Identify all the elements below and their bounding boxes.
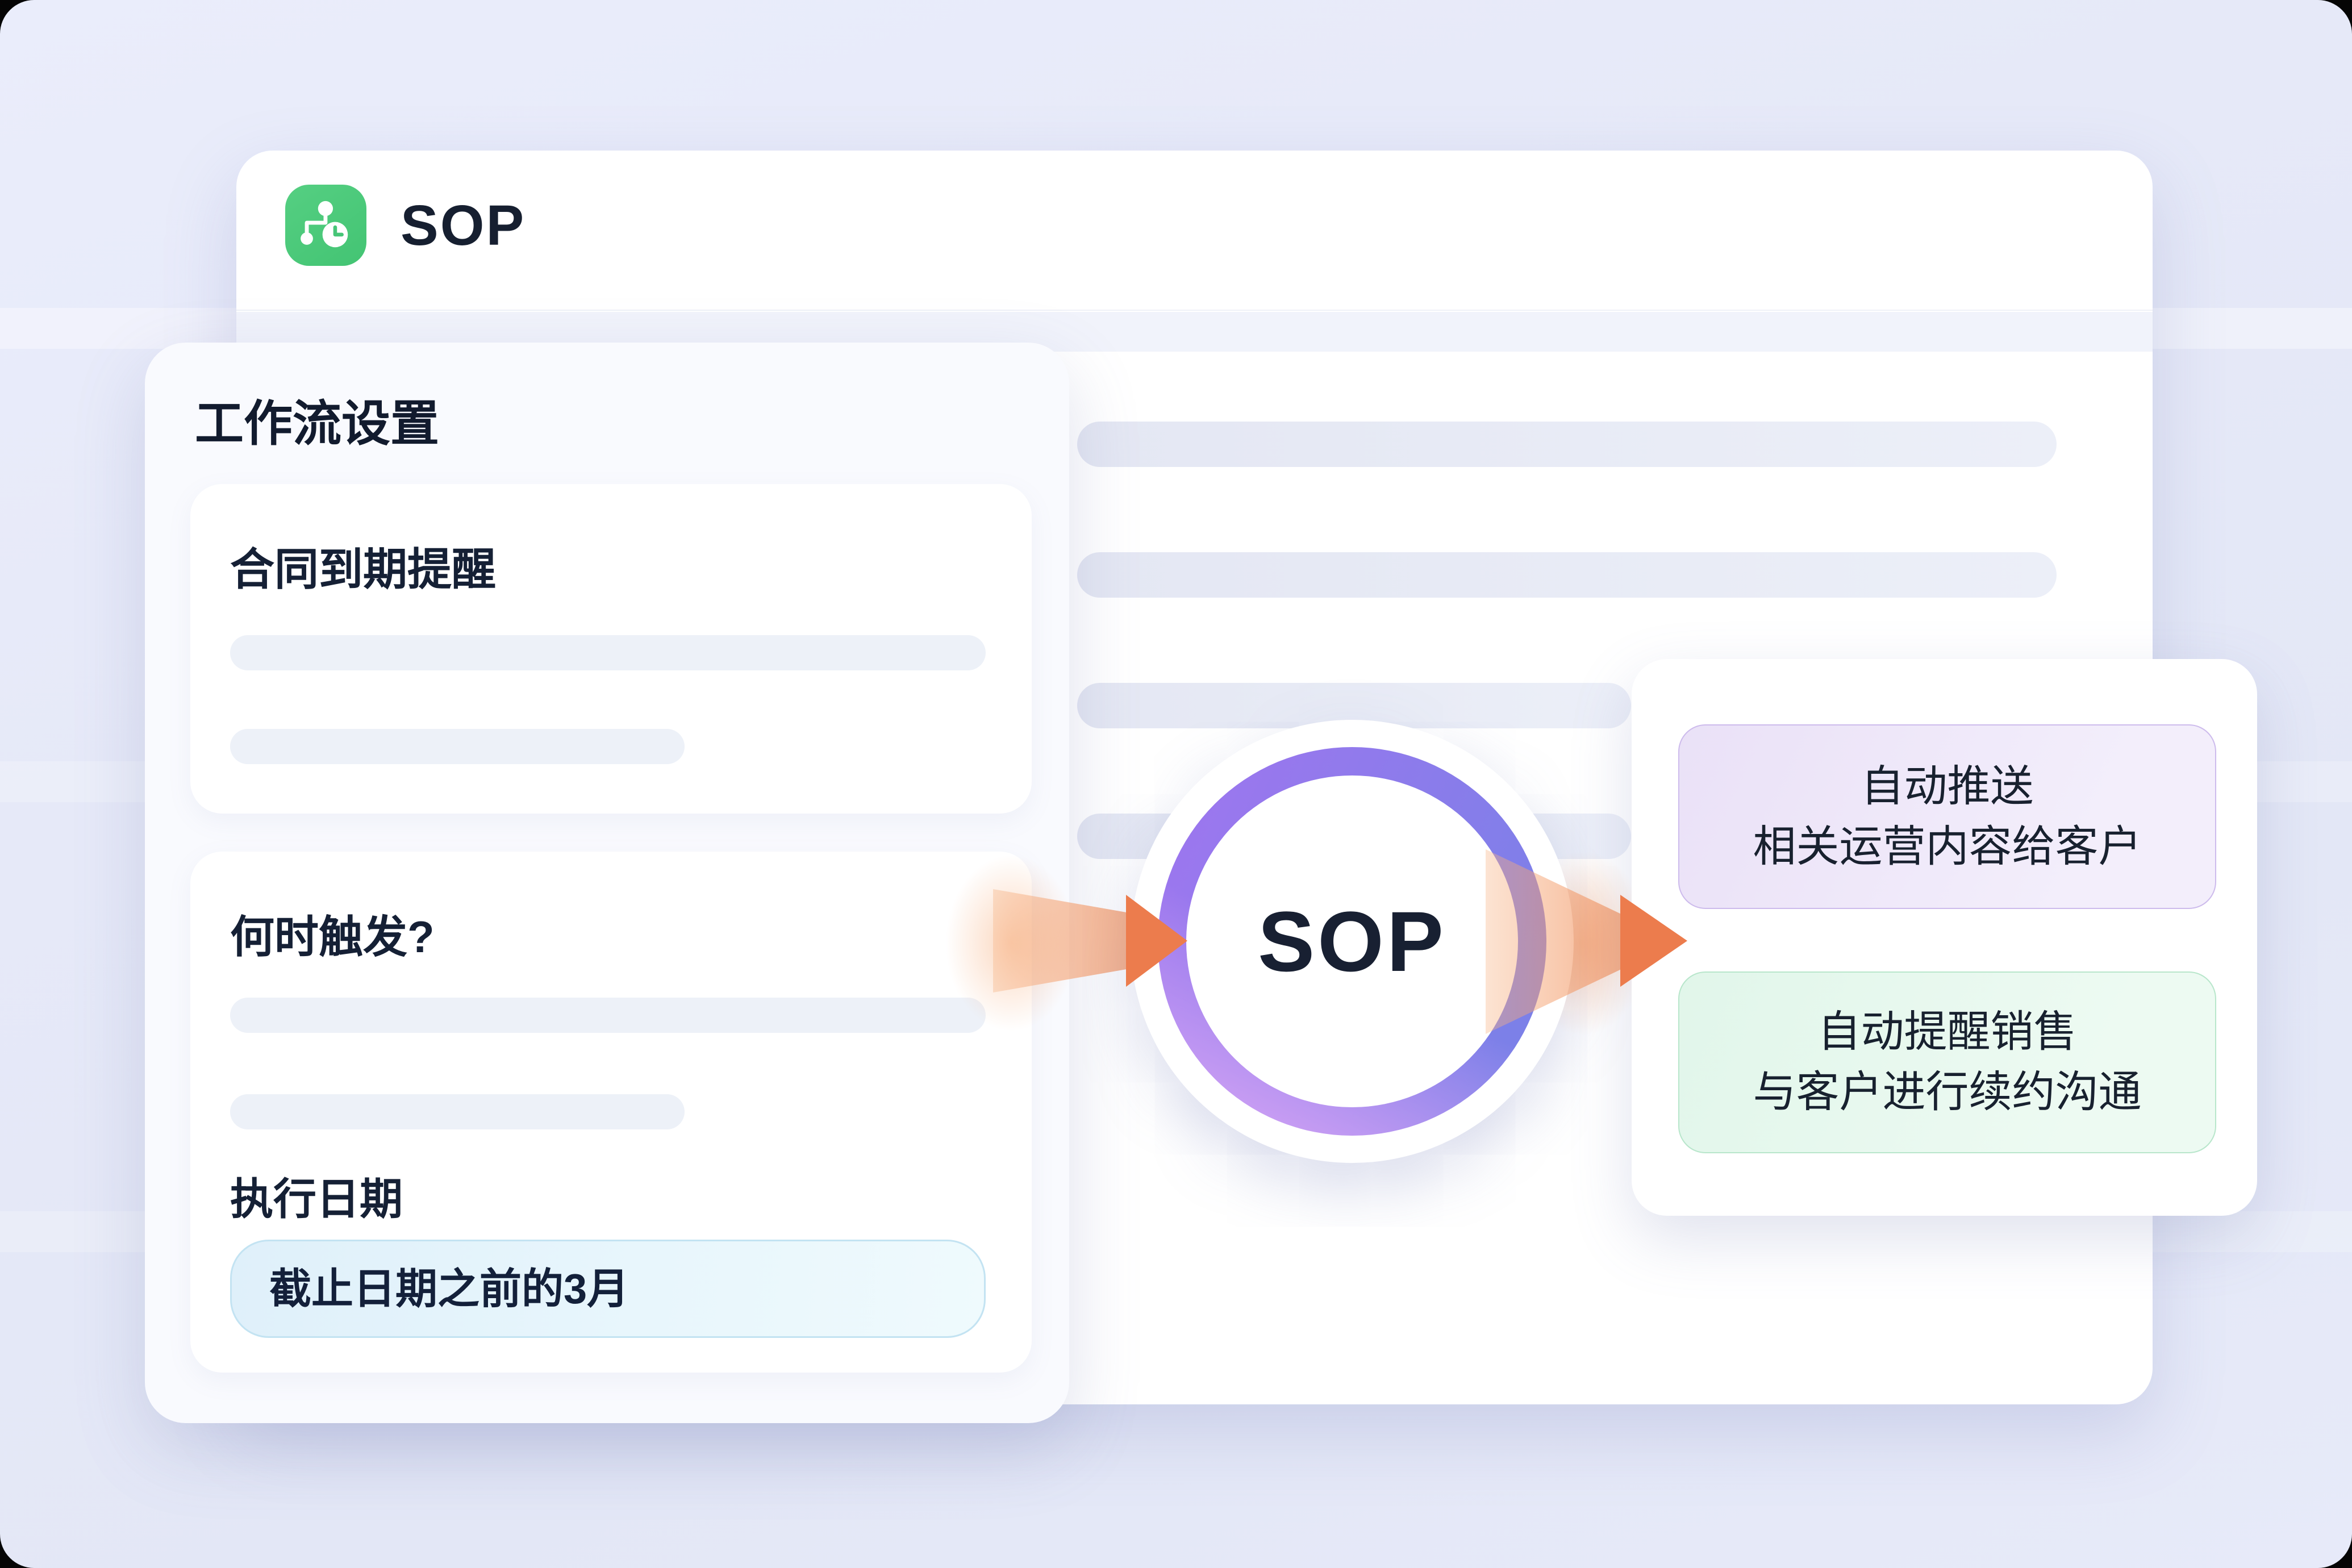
sop-node-label: SOP [1258,893,1446,989]
placeholder-bar [1077,552,2057,598]
app-title: SOP [401,194,526,257]
placeholder-bar [230,635,986,670]
outcome-remind-box: 自动提醒销售 与客户进行续约沟通 [1678,971,2216,1153]
execution-date-label: 执行日期 [230,1175,403,1224]
placeholder-bar [230,998,986,1033]
workflow-clock-icon [285,185,366,266]
outcomes-card: 自动推送 相关运营内容给客户 自动提醒销售 与客户进行续约沟通 [1632,659,2257,1216]
schedule-card-title: 何时触发? [230,912,435,962]
placeholder-bar [230,729,685,764]
app-window-header: SOP [236,151,2153,311]
outcome-push-line2: 相关运营内容给客户 [1753,822,2142,871]
outcome-push-box: 自动推送 相关运营内容给客户 [1678,724,2216,909]
outcome-remind-line1: 自动提醒销售 [1817,1008,2077,1056]
trigger-card: 合同到期提醒 [190,484,1032,814]
schedule-card: 何时触发? 执行日期 截止日期之前的3月 [190,852,1032,1373]
placeholder-bar [230,1094,685,1129]
panel-title: 工作流设置 [195,397,439,451]
outcome-remind-line2: 与客户进行续约沟通 [1753,1068,2142,1116]
sop-node-ring: SOP [1158,747,1546,1136]
trigger-card-title: 合同到期提醒 [230,544,497,594]
workflow-settings-panel: 工作流设置 合同到期提醒 何时触发? 执行日期 截止日期之前的3月 [145,343,1069,1423]
outcome-push-line1: 自动推送 [1861,762,2034,811]
sop-node: SOP [1186,775,1518,1107]
execution-date-select[interactable]: 截止日期之前的3月 [230,1240,986,1338]
placeholder-bar [1077,422,2057,467]
